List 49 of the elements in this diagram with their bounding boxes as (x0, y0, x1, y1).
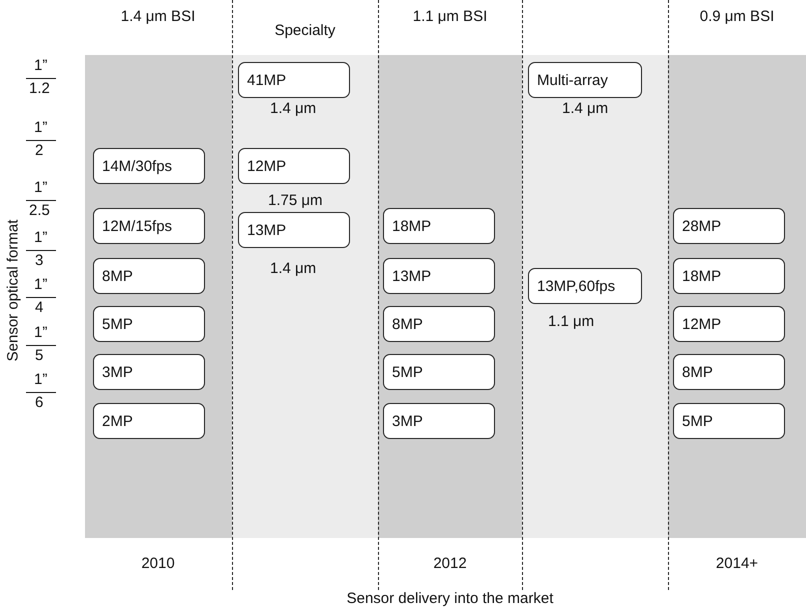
format-denominator: 4 (35, 299, 44, 316)
year-label: 2012 (432, 555, 468, 572)
column-header: Specialty (274, 22, 336, 39)
sensor-box: 12MP (673, 306, 785, 342)
axis-title: Sensor optical format (4, 218, 22, 364)
column-header: 0.9 μm BSI (698, 8, 776, 25)
pixel-size-label: 1.4 μm (270, 260, 316, 277)
sensor-box: 13MP (383, 258, 495, 294)
pixel-size-label: 1.4 μm (270, 100, 316, 117)
pixel-size-label: 1.4 μm (562, 100, 608, 117)
year-label: 2014+ (714, 555, 760, 572)
sensor-box: 12MP (238, 148, 350, 184)
sensor-box: 3MP (383, 403, 495, 439)
sensor-box: 18MP (383, 208, 495, 244)
format-denominator: 3 (35, 252, 44, 269)
column-header: 1.1 μm BSI (412, 8, 488, 25)
format-denominator: 6 (35, 394, 44, 411)
format-numerator: 1” (34, 179, 48, 196)
sensor-box: 5MP (673, 403, 785, 439)
sensor-box: 41MP (238, 62, 350, 98)
format-denominator: 2.5 (29, 202, 50, 219)
format-numerator: 1” (34, 371, 48, 388)
sensor-box: 8MP (93, 258, 205, 294)
pixel-size-label: 1.75 μm (268, 192, 322, 209)
format-denominator: 1.2 (29, 80, 50, 97)
sensor-box: 14M/30fps (93, 148, 205, 184)
format-numerator: 1” (34, 119, 48, 136)
format-numerator: 1” (34, 57, 48, 74)
sensor-box: 13MP (238, 212, 350, 248)
sensor-box: 12M/15fps (93, 208, 205, 244)
sensor-box: 5MP (383, 354, 495, 390)
format-numerator: 1” (34, 276, 48, 293)
sensor-box: 5MP (93, 306, 205, 342)
format-denominator: 2 (35, 142, 44, 159)
sensor-box: 3MP (93, 354, 205, 390)
sensor-box: 8MP (383, 306, 495, 342)
year-label: 2010 (140, 555, 176, 572)
column-header: 1.4 μm BSI (120, 8, 196, 25)
sensor-box: 18MP (673, 258, 785, 294)
pixel-size-label: 1.1 μm (548, 313, 594, 330)
sensor-box: 13MP,60fps (528, 268, 642, 304)
sensor-box: 2MP (93, 403, 205, 439)
format-numerator: 1” (34, 324, 48, 341)
sensor-box: Multi-array (528, 62, 642, 98)
sensor-box: 28MP (673, 208, 785, 244)
axis-title: Sensor delivery into the market (346, 590, 554, 607)
format-denominator: 5 (35, 347, 44, 364)
sensor-box: 8MP (673, 354, 785, 390)
format-numerator: 1” (34, 229, 48, 246)
